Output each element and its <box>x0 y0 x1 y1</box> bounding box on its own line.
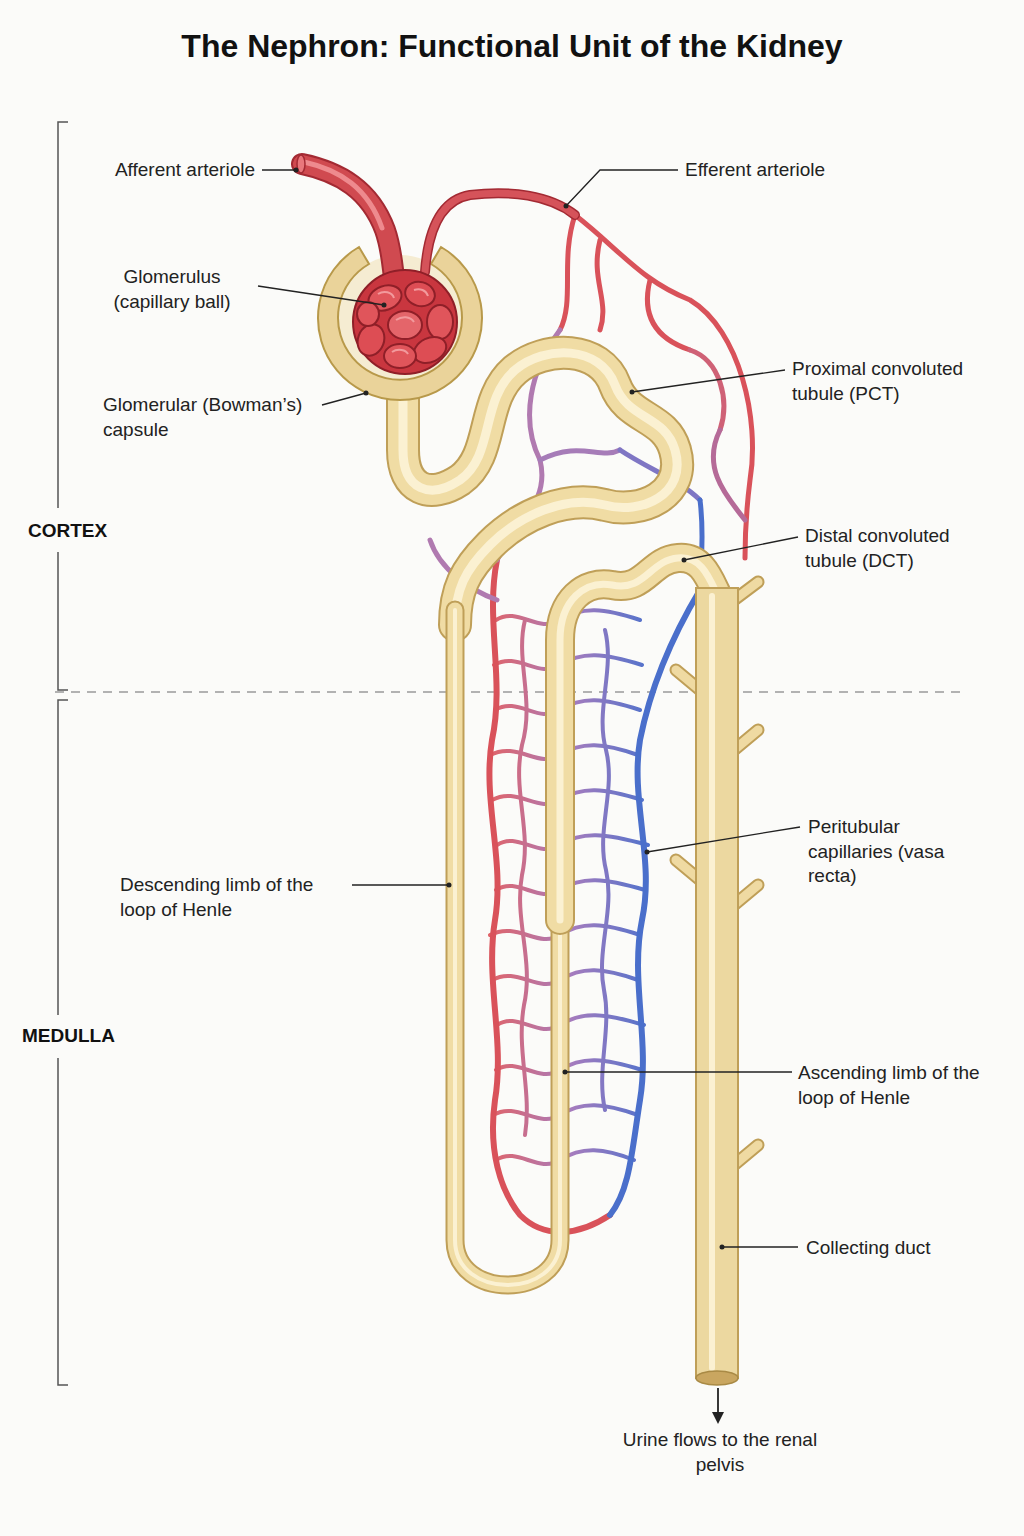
renal-tubule <box>455 610 560 1285</box>
part-label: Afferent arteriole <box>55 158 255 183</box>
peritubular-capillaries <box>597 240 603 330</box>
leader-line <box>632 370 785 392</box>
leader-dot <box>720 1245 725 1250</box>
leader-line <box>258 170 800 1247</box>
glomerulus-tuft <box>378 289 428 354</box>
part-label: Peritubular capillaries (vasa recta) <box>808 815 963 889</box>
part-label: Descending limb of the loop of Henle <box>120 873 345 922</box>
glomerulus-tuft <box>392 350 408 354</box>
leader-line <box>565 1071 792 1072</box>
flow-arrow <box>712 1412 724 1424</box>
leader-dot <box>682 558 687 563</box>
vasa-recta <box>489 560 700 1232</box>
region-label: MEDULLA <box>22 1024 122 1049</box>
leader-dot <box>364 391 369 396</box>
leader-line <box>322 393 366 405</box>
leader-line <box>647 827 800 852</box>
leader-line <box>352 884 449 885</box>
leader-line <box>262 169 296 170</box>
glomerulus-tuft <box>388 311 422 339</box>
cortex-medulla-divider <box>55 691 962 693</box>
part-label: Efferent arteriole <box>685 158 915 183</box>
glomerulus-tuft <box>414 289 428 296</box>
glomerulus-tuft <box>396 317 414 322</box>
flow-arrow <box>717 1388 719 1414</box>
arteriole-vessel <box>304 162 382 228</box>
collecting-duct-tube <box>696 1371 738 1385</box>
leader-dot <box>563 1070 568 1075</box>
glomerulus-tuft <box>357 302 379 326</box>
leader-dot <box>645 850 650 855</box>
flow-arrow <box>712 1388 724 1424</box>
part-label: Collecting duct <box>806 1236 1006 1261</box>
peritubular-capillaries <box>560 215 575 330</box>
peritubular-capillaries <box>540 450 620 460</box>
region-bracket <box>58 700 68 1015</box>
region-bracket <box>58 122 68 1385</box>
renal-tubule <box>455 610 560 1285</box>
glomerulus-tuft <box>410 332 451 368</box>
leader-line <box>566 170 678 206</box>
peritubular-capillaries <box>690 350 724 430</box>
leader-dot <box>564 204 569 209</box>
region-label: CORTEX <box>28 519 114 544</box>
leader-dot <box>294 168 725 1250</box>
vasa-recta <box>497 1015 644 1029</box>
leader-dot <box>630 390 635 395</box>
renal-tubule <box>403 353 716 1285</box>
peritubular-capillaries <box>713 430 745 520</box>
region-bracket <box>58 122 68 508</box>
arteriole-vessel <box>425 193 575 272</box>
arteriole-vessel <box>297 155 575 285</box>
part-label: Glomerulus (capillary ball) <box>92 265 252 314</box>
flow-note: Urine flows to the renal pelvis <box>620 1428 820 1477</box>
collecting-duct-tube <box>676 582 758 1385</box>
bowmans-capsule-shape <box>318 247 482 400</box>
part-label: Distal convoluted tubule (DCT) <box>805 524 1005 573</box>
glomerulus-tuft <box>378 292 394 298</box>
glomerulus-tuft <box>427 305 453 339</box>
vasa-recta <box>519 620 527 1135</box>
leader-dot <box>382 303 387 308</box>
peritubular-capillaries <box>647 280 690 350</box>
part-label: Ascending limb of the loop of Henle <box>798 1061 1013 1110</box>
leader-dot <box>447 883 452 888</box>
region-bracket <box>58 552 68 690</box>
collecting-duct-tube <box>709 596 715 1368</box>
collecting-duct-tube <box>696 588 738 1378</box>
glomerulus-tuft <box>402 279 437 310</box>
vasa-recta <box>602 630 609 1110</box>
bowmans-capsule-shape <box>318 247 482 400</box>
region-bracket <box>58 1058 68 1385</box>
glomerulus-tuft <box>353 270 457 374</box>
glomerulus-tuft <box>353 270 457 374</box>
diagram-title: The Nephron: Functional Unit of the Kidn… <box>0 28 1024 65</box>
arteriole-vessel <box>425 193 575 272</box>
leader-line <box>722 1246 798 1247</box>
leader-dot <box>294 168 299 173</box>
part-label: Proximal convoluted tubule (PCT) <box>792 357 997 406</box>
leader-line <box>684 537 798 560</box>
leader-line <box>258 286 384 305</box>
renal-tubule <box>455 610 560 1285</box>
part-label: Glomerular (Bowman’s) capsule <box>103 393 313 442</box>
glomerulus-tuft <box>384 344 416 368</box>
